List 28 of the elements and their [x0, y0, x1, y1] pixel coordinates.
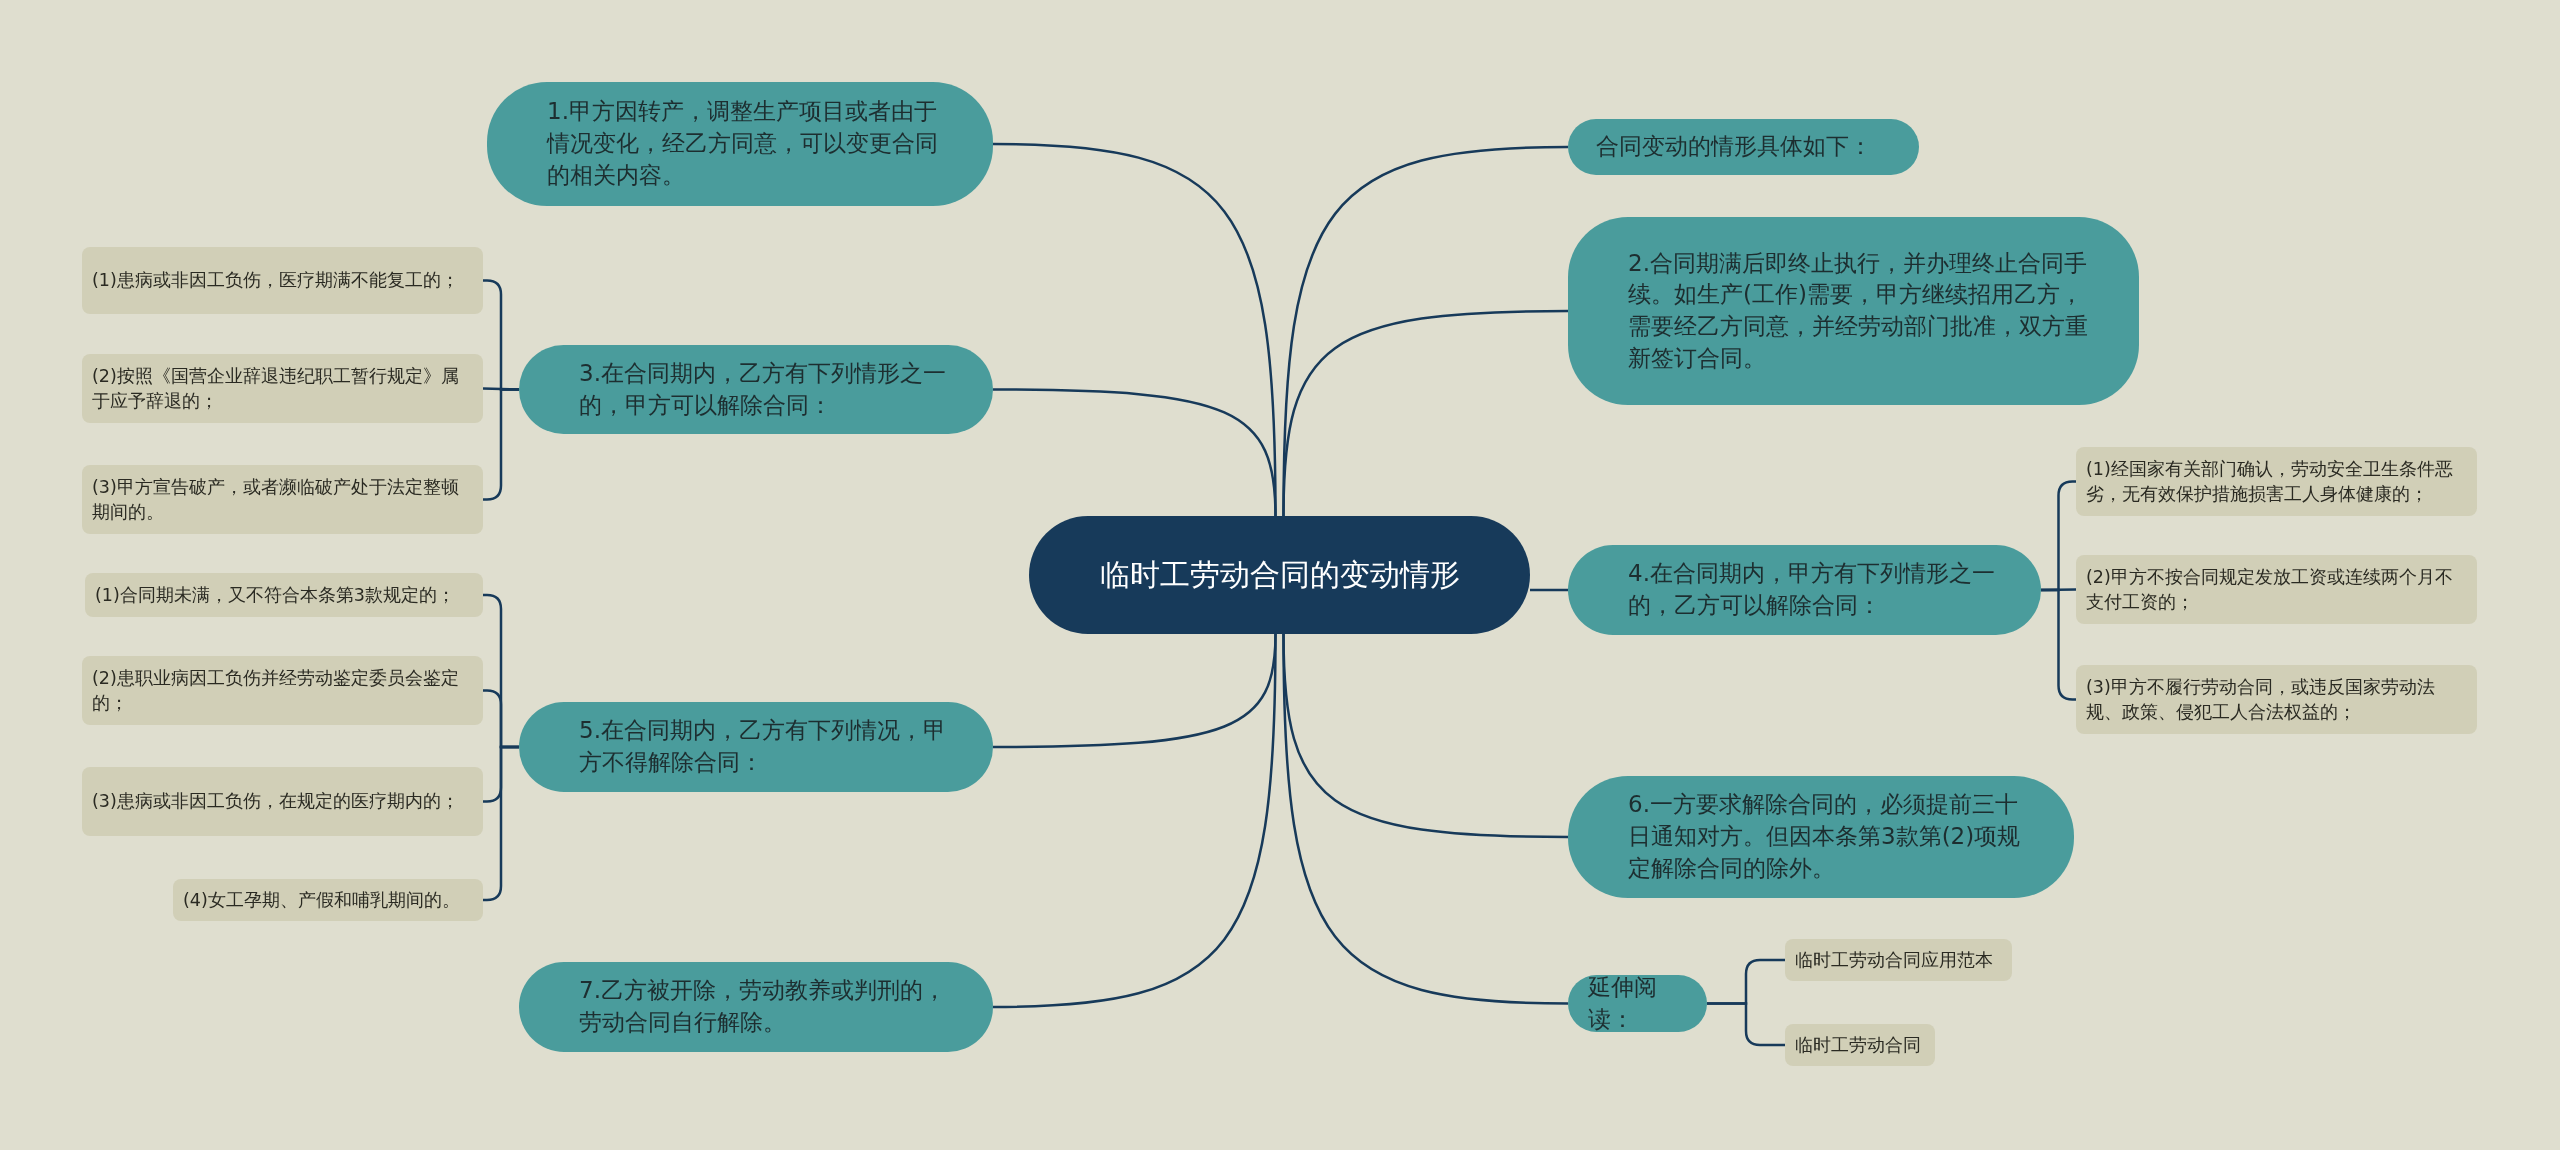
topic-pill: 1.甲方因转产，调整生产项目或者由于情况变化，经乙方同意，可以变更合同的相关内容。 [487, 82, 993, 206]
subtopic-card: 临时工劳动合同应用范本 [1785, 939, 2012, 981]
connector-line [992, 634, 1277, 1009]
connector-line [1282, 309, 1568, 517]
subtopic-card: (1)患病或非因工负伤，医疗期满不能复工的； [82, 247, 483, 314]
connector-line [1707, 1002, 1785, 1047]
subtopic-card: (2)患职业病因工负伤并经劳动鉴定委员会鉴定的； [82, 656, 483, 725]
subtopic-card: (1)合同期未满，又不符合本条第3款规定的； [85, 573, 483, 617]
topic-pill: 7.乙方被开除，劳动教养或判刑的，劳动合同自行解除。 [519, 962, 993, 1052]
subtopic-card: (4)女工孕期、产假和哺乳期间的。 [173, 879, 483, 921]
connector-line [993, 388, 1277, 517]
subtopic-card: (3)患病或非因工负伤，在规定的医疗期内的； [82, 767, 483, 836]
subtopic-card: (1)经国家有关部门确认，劳动安全卫生条件恶劣，无有效保护措施损害工人身体健康的； [2076, 447, 2477, 516]
subtopic-card: (2)甲方不按合同规定发放工资或连续两个月不支付工资的； [2076, 555, 2477, 624]
connector-line [1530, 588, 1568, 592]
connector-line [1282, 634, 1569, 1005]
topic-pill: 4.在合同期内，甲方有下列情形之一的，乙方可以解除合同： [1568, 545, 2041, 635]
central-topic: 临时工劳动合同的变动情形 [1029, 516, 1530, 634]
topic-pill: 合同变动的情形具体如下： [1568, 119, 1919, 175]
subtopic-card: (3)甲方不履行劳动合同，或违反国家劳动法规、政策、侵犯工人合法权益的； [2076, 665, 2477, 734]
topic-pill: 3.在合同期内，乙方有下列情形之一的，甲方可以解除合同： [519, 345, 993, 434]
subtopic-card: (3)甲方宣告破产，或者濒临破产处于法定整顿期间的。 [82, 465, 483, 534]
topic-pill: 6.一方要求解除合同的，必须提前三十日通知对方。但因本条第3款第(2)项规定解除合同的除外。 [1568, 776, 2074, 898]
topic-pill: 2.合同期满后即终止执行，并办理终止合同手续。如生产(工作)需要，甲方继续招用乙方，需要经乙方同意，并经劳动部门批准，双方重新签订合同。 [1568, 217, 2139, 405]
topic-pill: 延伸阅读： [1568, 975, 1707, 1032]
subtopic-card: (2)按照《国营企业辞退违纪职工暂行规定》属于应予辞退的； [82, 354, 483, 423]
topic-pill: 5.在合同期内，乙方有下列情况，甲方不得解除合同： [519, 702, 993, 792]
subtopic-card: 临时工劳动合同 [1785, 1024, 1935, 1066]
